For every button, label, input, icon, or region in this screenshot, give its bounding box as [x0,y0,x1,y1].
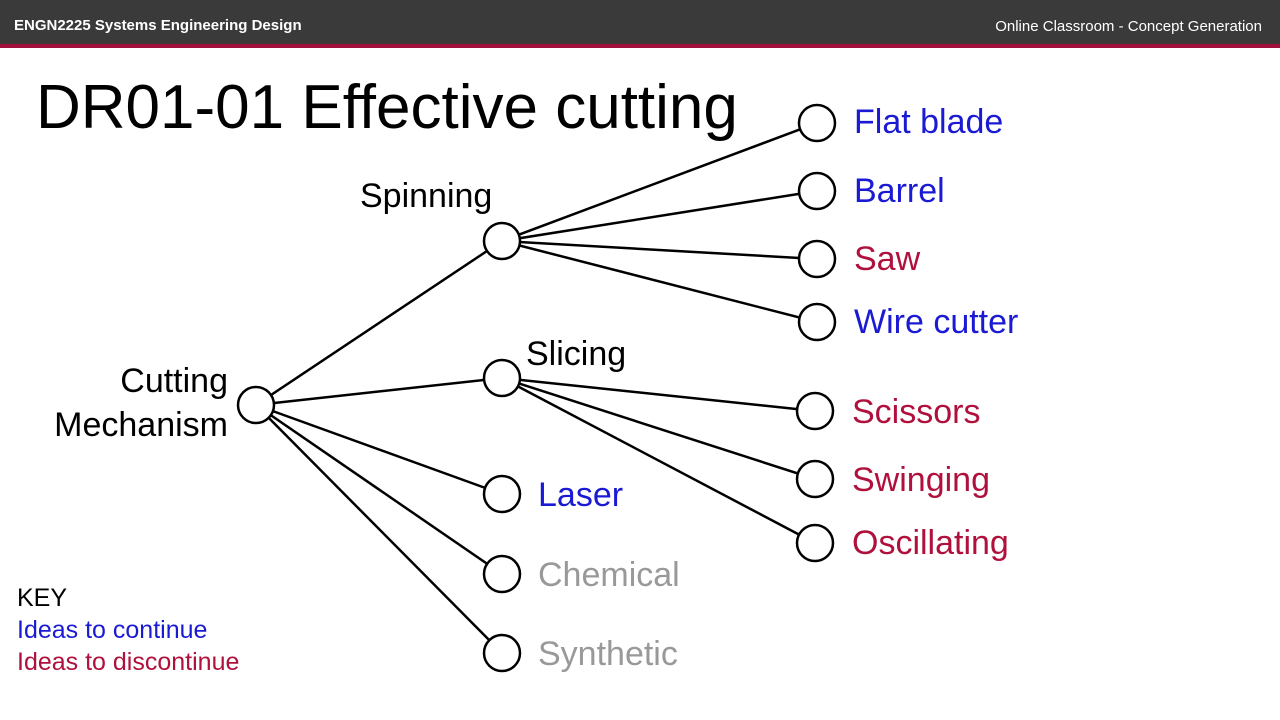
label-oscillating: Oscillating [852,524,1009,562]
edge-spinning-flat-blade [501,121,818,243]
node-slicing [482,358,522,398]
slide-title: DR01-01 Effective cutting [36,73,738,142]
label-line: Mechanism [54,406,228,444]
node-chemical [482,554,522,594]
header-bar: ENGN2225 Systems Engineering Design Onli… [0,0,1280,48]
legend-discontinue: Ideas to discontinue [17,648,240,676]
edge-slicing-scissors [501,376,816,413]
edge-spinning-barrel [501,189,818,243]
node-root [236,385,276,425]
edge-root-slicing [255,376,503,407]
label-line: Cutting [120,362,228,400]
node-wire-cutter [797,302,837,342]
label-wire-cutter: Wire cutter [854,303,1018,341]
node-barrel [797,171,837,211]
edge-root-spinning [255,239,503,407]
edge-spinning-saw [501,239,818,261]
node-swinging [795,459,835,499]
label-scissors: Scissors [852,393,980,431]
edge-root-chemical [255,403,503,576]
label-slicing: Slicing [526,335,626,373]
course-title: ENGN2225 Systems Engineering Design [14,17,302,34]
legend-heading: KEY [17,584,68,612]
edge-root-synthetic [255,404,503,654]
label-chemical: Chemical [538,556,680,594]
label-barrel: Barrel [854,172,945,210]
label-saw: Saw [854,240,921,278]
node-oscillating [795,523,835,563]
node-flat-blade [797,103,837,143]
label-synthetic: Synthetic [538,635,678,673]
node-laser [482,474,522,514]
edge-spinning-wire-cutter [501,239,818,324]
label-swinging: Swinging [852,461,990,499]
edge-root-laser [255,403,503,496]
node-spinning [482,221,522,261]
node-scissors [795,391,835,431]
edge-slicing-swinging [501,376,816,481]
legend-continue: Ideas to continue [17,616,208,644]
label-spinning: Spinning [360,177,492,215]
section-title: Online Classroom - Concept Generation [995,18,1262,35]
label-laser: Laser [538,476,623,514]
edge-slicing-oscillating [501,376,816,545]
node-saw [797,239,837,279]
legend: KEY Ideas to continue Ideas to discontin… [17,582,239,678]
node-synthetic [482,633,522,673]
label-flat-blade: Flat blade [854,103,1003,141]
